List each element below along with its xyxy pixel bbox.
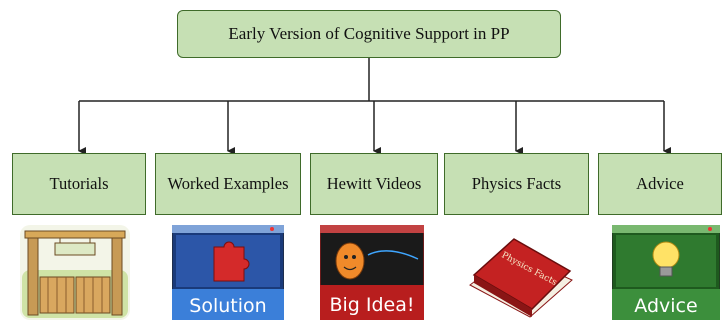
big-idea-window: Big Idea! [320, 225, 424, 320]
node-physics-facts: Physics Facts [444, 153, 589, 215]
node-advice: Advice [598, 153, 722, 215]
solution-text: Solution [189, 295, 266, 317]
advice-text: Advice [634, 295, 697, 317]
hewitt-videos-thumbnail: Big Idea! [320, 225, 424, 320]
advice-window: Advice [612, 225, 720, 320]
gate-icon [20, 225, 130, 320]
big-idea-text: Big Idea! [329, 294, 414, 316]
book-icon: Physics Facts [469, 238, 573, 318]
node-worked-examples: Worked Examples [155, 153, 301, 215]
physics-facts-thumbnail: Physics Facts [460, 225, 576, 320]
node-tutorials-label: Tutorials [49, 174, 109, 193]
bulb-character-icon [335, 242, 365, 280]
node-physics-facts-label: Physics Facts [471, 174, 562, 193]
lightbulb-icon [652, 241, 680, 269]
node-advice-label: Advice [636, 174, 684, 193]
puzzle-icon [213, 241, 250, 282]
node-hewitt-videos: Hewitt Videos [310, 153, 438, 215]
node-hewitt-videos-label: Hewitt Videos [326, 174, 422, 193]
puzzle-window: Solution [172, 225, 284, 320]
worked-examples-thumbnail: Solution [172, 225, 284, 320]
tutorials-thumbnail [20, 225, 130, 320]
node-tutorials: Tutorials [12, 153, 146, 215]
node-worked-examples-label: Worked Examples [167, 174, 289, 193]
root-node-label: Early Version of Cognitive Support in PP [228, 24, 510, 43]
root-node: Early Version of Cognitive Support in PP [177, 10, 561, 58]
advice-thumbnail: Advice [612, 225, 720, 320]
